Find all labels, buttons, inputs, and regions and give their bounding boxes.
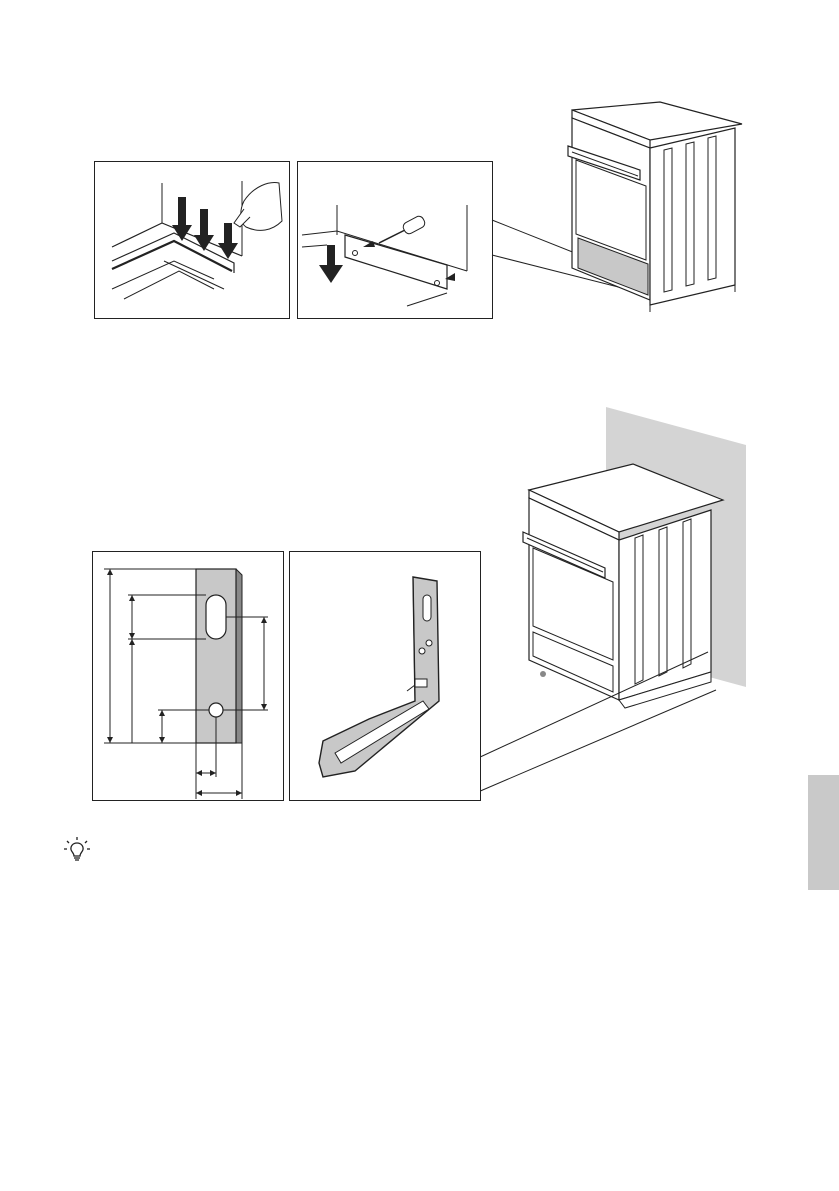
side-tab <box>808 775 839 890</box>
anti-tilt-bracket <box>289 551 481 801</box>
zoom-lines-bottom <box>476 630 726 800</box>
plinth-detail-screws <box>297 161 493 319</box>
cooker-with-plinth <box>560 100 750 315</box>
plinth-detail-clips <box>94 161 290 319</box>
bracket-dimensions <box>92 551 284 801</box>
lightbulb-icon <box>63 836 91 864</box>
